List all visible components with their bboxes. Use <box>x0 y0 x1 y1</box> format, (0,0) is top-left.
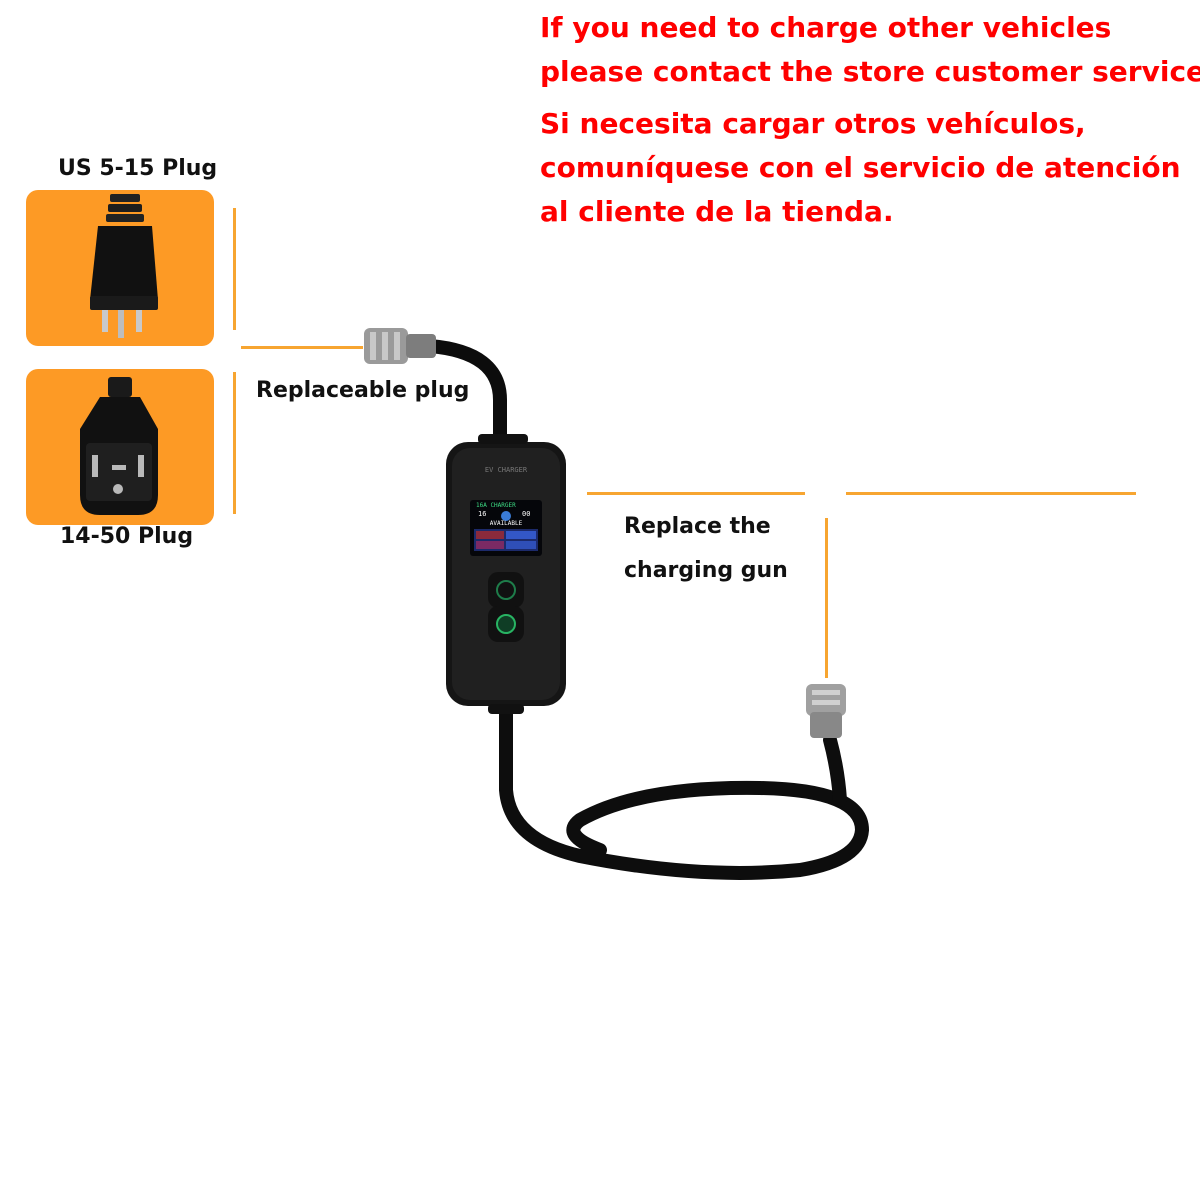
plug-1450-tile <box>26 369 214 525</box>
charger-brand: EV CHARGER <box>484 466 528 474</box>
screen-right-value: 00 <box>522 510 531 518</box>
notice-es-line2: comuníquese con el servicio de atención <box>540 151 1181 184</box>
notice-en-line1: If you need to charge other vehicles <box>540 11 1112 44</box>
pointer-line <box>241 346 363 349</box>
screen-left-value: 16 <box>478 510 487 518</box>
nema-14-50-plug-icon <box>80 377 158 515</box>
notice-en-line2: please contact the store customer servic… <box>540 55 1200 88</box>
pointer-line <box>825 518 828 678</box>
plug-1450-label: 14-50 Plug <box>60 524 194 549</box>
notice-es-line3: al cliente de la tienda. <box>540 195 894 228</box>
replace-gun-label-line1: Replace the <box>624 514 771 539</box>
screen-status: AVAILABLE <box>489 520 523 527</box>
divider-line <box>587 492 805 495</box>
plug-515-label: US 5-15 Plug <box>58 156 218 181</box>
replace-gun-label-line2: charging gun <box>624 558 788 583</box>
notice-es-line1: Si necesita cargar otros vehículos, <box>540 107 1086 140</box>
divider-line <box>233 208 236 330</box>
plug-515-tile <box>26 190 214 346</box>
screen-header: 16A CHARGER <box>476 502 516 509</box>
divider-line <box>233 372 236 514</box>
nema-5-15-plug-icon <box>90 194 158 338</box>
replaceable-plug-label: Replaceable plug <box>256 378 470 403</box>
divider-line <box>846 492 1136 495</box>
